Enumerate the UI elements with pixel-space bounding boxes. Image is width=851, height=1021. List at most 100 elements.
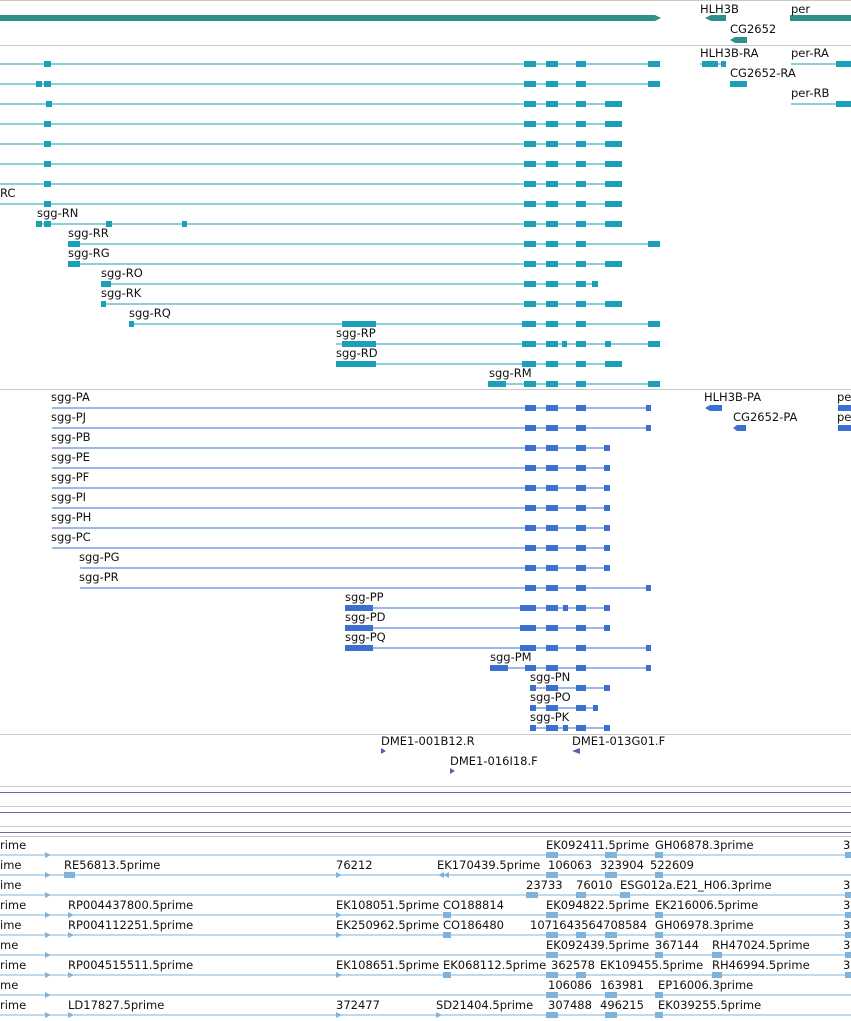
transcript-sgg-rl[interactable] [0, 161, 622, 167]
est-label[interactable]: 522609 [650, 858, 694, 872]
clone-dme1-013g01-f[interactable] [572, 748, 580, 754]
transcript-hlh3b-ra[interactable] [700, 61, 726, 67]
est-label[interactable]: EK108051.5prime [336, 898, 440, 912]
protein-per-pb[interactable] [838, 425, 851, 431]
est-label[interactable]: 106086 [548, 978, 592, 992]
sgg-ph-label[interactable]: sgg-PH [51, 510, 92, 524]
sgg-ro-label[interactable]: sgg-RO [101, 266, 143, 280]
protein-sgg-pb[interactable] [52, 445, 610, 451]
transcript-sgg-ri[interactable] [0, 121, 622, 127]
protein-per-pa[interactable] [838, 405, 851, 411]
sgg-rm-label[interactable]: sgg-RM [489, 366, 532, 380]
est-row-1[interactable] [0, 872, 851, 878]
cg2652-gene-feature[interactable] [730, 37, 747, 43]
sgg-pk-label[interactable]: sgg-PK [530, 710, 570, 724]
est-row-6[interactable] [0, 972, 851, 978]
protein-sgg-pc[interactable] [52, 545, 610, 551]
transcript-sgg-rc[interactable] [0, 201, 622, 207]
protein-sgg-pf[interactable] [52, 485, 610, 491]
transcript-per-rb[interactable] [791, 101, 851, 107]
protein-sgg-pa[interactable] [52, 405, 651, 411]
sgg-rd-label[interactable]: sgg-RD [336, 346, 378, 360]
est-label[interactable]: 367144 [655, 938, 699, 952]
est-label[interactable]: ESG012a.E21_H06.3prime [620, 878, 772, 892]
sgg-pf-label[interactable]: sgg-PF [51, 470, 90, 484]
sgg-pc-label[interactable]: sgg-PC [51, 530, 91, 544]
clone-dme1-001b12-r[interactable] [381, 748, 386, 754]
transcript-per-ra[interactable] [791, 61, 851, 67]
sgg-po-label[interactable]: sgg-PO [530, 690, 571, 704]
transcript-sgg-re[interactable] [0, 181, 622, 187]
cg2652-pa-label[interactable]: CG2652-PA [733, 410, 798, 424]
sgg-pj-label[interactable]: sgg-PJ [51, 410, 87, 424]
clone-dme1-016i18-f[interactable] [450, 768, 455, 774]
transcript-sgg-ra[interactable] [0, 61, 660, 67]
protein-sgg-pp[interactable] [345, 605, 610, 611]
transcript-sgg-rk[interactable] [101, 301, 622, 307]
transcript-sgg-ro[interactable] [101, 281, 598, 287]
est-label[interactable]: EK250962.5prime [336, 918, 440, 932]
sgg-gene-feature[interactable] [0, 15, 661, 21]
est-label[interactable]: 163981 [600, 978, 644, 992]
est-label[interactable]: 362578 [551, 958, 595, 972]
protein-sgg-pn[interactable] [530, 685, 610, 691]
est-label[interactable]: 307488 [548, 998, 592, 1012]
est-row-0[interactable] [0, 852, 851, 858]
est-label[interactable]: me [0, 938, 19, 952]
est-label[interactable]: EK109455.5prime [600, 958, 704, 972]
sgg-rq-label[interactable]: sgg-RQ [129, 306, 171, 320]
est-label[interactable]: ime [0, 858, 22, 872]
hlh3b-gene-feature[interactable] [705, 15, 726, 21]
est-label[interactable]: EP16006.3prime [658, 978, 754, 992]
est-label[interactable]: ime [0, 918, 22, 932]
per-rb-label[interactable]: per-RB [791, 86, 830, 100]
per-gene-feature[interactable] [790, 15, 851, 21]
transcript-sgg-rb[interactable] [0, 81, 660, 87]
per-pa-label[interactable]: pe [837, 390, 851, 404]
transcript-cg2652-ra[interactable] [730, 81, 747, 87]
est-label[interactable]: RP004112251.5prime [68, 918, 194, 932]
est-label[interactable]: 76010 [576, 878, 613, 892]
transcript-sgg-rh[interactable] [0, 101, 622, 107]
sgg-pr-label[interactable]: sgg-PR [79, 570, 119, 584]
est-row-4[interactable] [0, 932, 851, 938]
protein-sgg-pm[interactable] [490, 665, 651, 671]
est-label[interactable]: GH06878.3prime [655, 838, 754, 852]
per-gene-label[interactable]: per [791, 2, 811, 16]
sgg-rr-label[interactable]: sgg-RR [68, 226, 109, 240]
clone-013g01-label[interactable]: DME1-013G01.F [572, 734, 666, 748]
per-ra-label[interactable]: per-RA [791, 46, 829, 60]
sgg-rk-label[interactable]: sgg-RK [101, 286, 142, 300]
sgg-pa-label[interactable]: sgg-PA [51, 390, 90, 404]
est-label[interactable]: 3 [843, 918, 851, 932]
transcript-sgg-rm[interactable] [488, 381, 660, 387]
est-label[interactable]: 23733 [526, 878, 563, 892]
est-label[interactable]: EK092411.5prime [546, 838, 650, 852]
protein-sgg-ph[interactable] [52, 525, 610, 531]
sgg-pg-label[interactable]: sgg-PG [79, 550, 120, 564]
clone-016i18-label[interactable]: DME1-016I18.F [450, 754, 538, 768]
sgg-rp-label[interactable]: sgg-RP [336, 326, 376, 340]
est-label[interactable]: 3 [843, 938, 851, 952]
est-label[interactable]: RH47024.5prime [712, 938, 810, 952]
est-label[interactable]: EK094822.5prime [546, 898, 650, 912]
est-label[interactable]: GH06978.3prime [655, 918, 754, 932]
sgg-pe-label[interactable]: sgg-PE [51, 450, 90, 464]
est-label[interactable]: 372477 [336, 998, 380, 1012]
est-label[interactable]: EK092439.5prime [546, 938, 650, 952]
est-label[interactable]: 323904 [600, 858, 644, 872]
est-label[interactable]: 3 [843, 878, 851, 892]
protein-sgg-pd[interactable] [345, 625, 610, 631]
est-row-3[interactable] [0, 912, 851, 918]
est-label[interactable]: 3 [843, 898, 851, 912]
est-label[interactable]: RE56813.5prime [64, 858, 161, 872]
transcript-sgg-rn[interactable] [36, 221, 622, 227]
est-label[interactable]: 3 [843, 838, 851, 852]
protein-sgg-pk[interactable] [530, 725, 610, 731]
sgg-rn-label[interactable]: sgg-RN [37, 206, 79, 220]
est-label[interactable]: ime [0, 878, 22, 892]
est-label[interactable]: 3 [843, 958, 851, 972]
hlh3b-ra-label[interactable]: HLH3B-RA [700, 46, 759, 60]
sgg-pd-label[interactable]: sgg-PD [345, 610, 386, 624]
est-label[interactable]: RP004437800.5prime [68, 898, 194, 912]
